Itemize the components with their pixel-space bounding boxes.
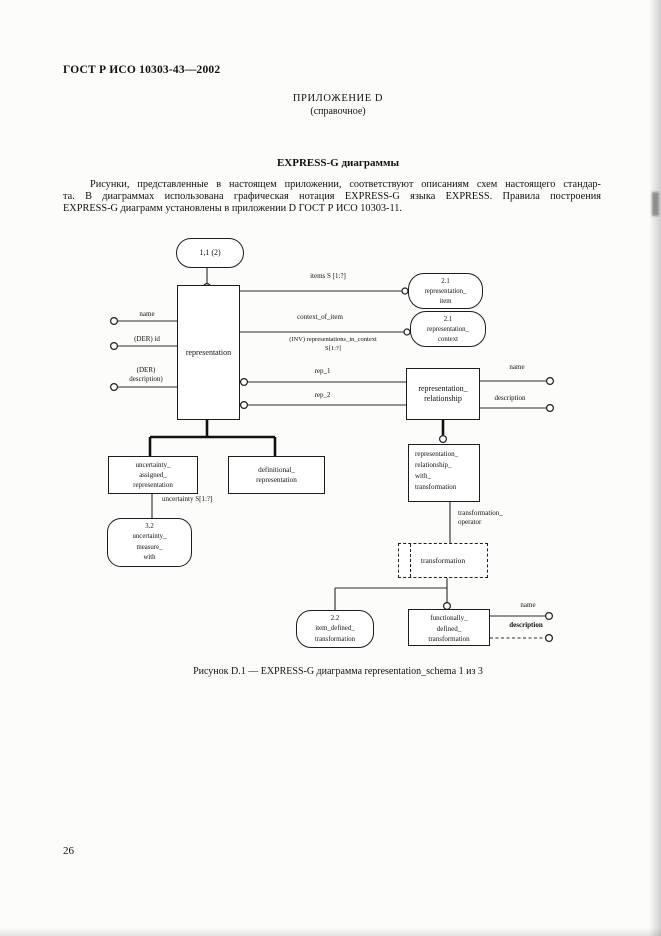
scan-smudge [652,192,659,216]
intro-paragraph: Рисунки, представленные в настоящем прил… [63,179,601,216]
attribute-label-rep-2: rep_2 [314,391,331,399]
entity-definitional-representation: definitional_ representation [228,456,325,494]
pageref-representation-item-oval: 2.1 representation_ item [408,273,483,309]
annex-subtitle: (справочное) [310,106,366,117]
attribute-label-rep-1: rep_1 [314,367,331,375]
scan-shadow-bottom [0,928,661,936]
attribute-label-der-id: (DER) id [134,335,160,343]
attribute-label-uncertainty-set: uncertainty S[1:?] [162,495,213,503]
attribute-label-items: items S [1:?] [310,272,346,280]
paragraph-line: EXPRESS-G диаграмм установлены в приложе… [63,203,402,215]
attribute-label-inverse: (INV) representations_in_context S[1:?] [289,336,377,352]
select-type-divider [410,544,411,577]
pageref-item-defined-transformation-oval: 2.2 item_defined_ transformation [296,610,374,648]
attribute-label-relationship-description: description [494,394,526,402]
entity-representation-relationship-with-transformation: representation_ relationship_ with_ tran… [408,444,480,502]
paragraph-line: Рисунки, представленные в настоящем прил… [90,179,601,190]
attribute-label-name: name [139,310,155,318]
select-type-transformation-label: transformation [420,556,466,565]
paragraph-line: та. В диаграммах использована графическа… [63,191,601,203]
attribute-label-fdt-name: name [520,601,536,609]
page-number: 26 [63,845,74,857]
attribute-label-context-of-item: context_of_item [297,313,343,321]
attribute-label-der-description: (DER) description) [129,366,163,383]
pageref-uncertainty-measure-with-oval: 3.2 uncertainty_ measure_ with [107,518,192,567]
entity-representation-relationship: representation_ relationship [406,368,480,420]
entity-uncertainty-assigned-representation: uncertainty_ assigned_ representation [108,456,198,494]
annex-title: ПРИЛОЖЕНИЕ D [292,93,384,104]
standard-number-header: ГОСТ Р ИСО 10303-43—2002 [63,64,221,76]
select-type-transformation: transformation [398,543,488,578]
entity-functionally-defined-transformation: functionally_ defined_ transformation [408,609,490,646]
attribute-label-fdt-description: description [509,621,543,629]
entity-representation: representation [177,285,240,420]
page-reference-oval: 1,1 (2) [176,238,244,268]
figure-caption: Рисунок D.1 — EXPRESS-G диаграмма repres… [193,666,483,677]
scan-shadow-right [649,0,661,936]
pageref-representation-context-oval: 2.1 representation_ context [410,311,486,347]
section-title: EXPRESS-G диаграммы [276,157,400,169]
attribute-label-transformation-operator: transformation_ operator [458,509,503,526]
attribute-label-relationship-name: name [509,363,525,371]
